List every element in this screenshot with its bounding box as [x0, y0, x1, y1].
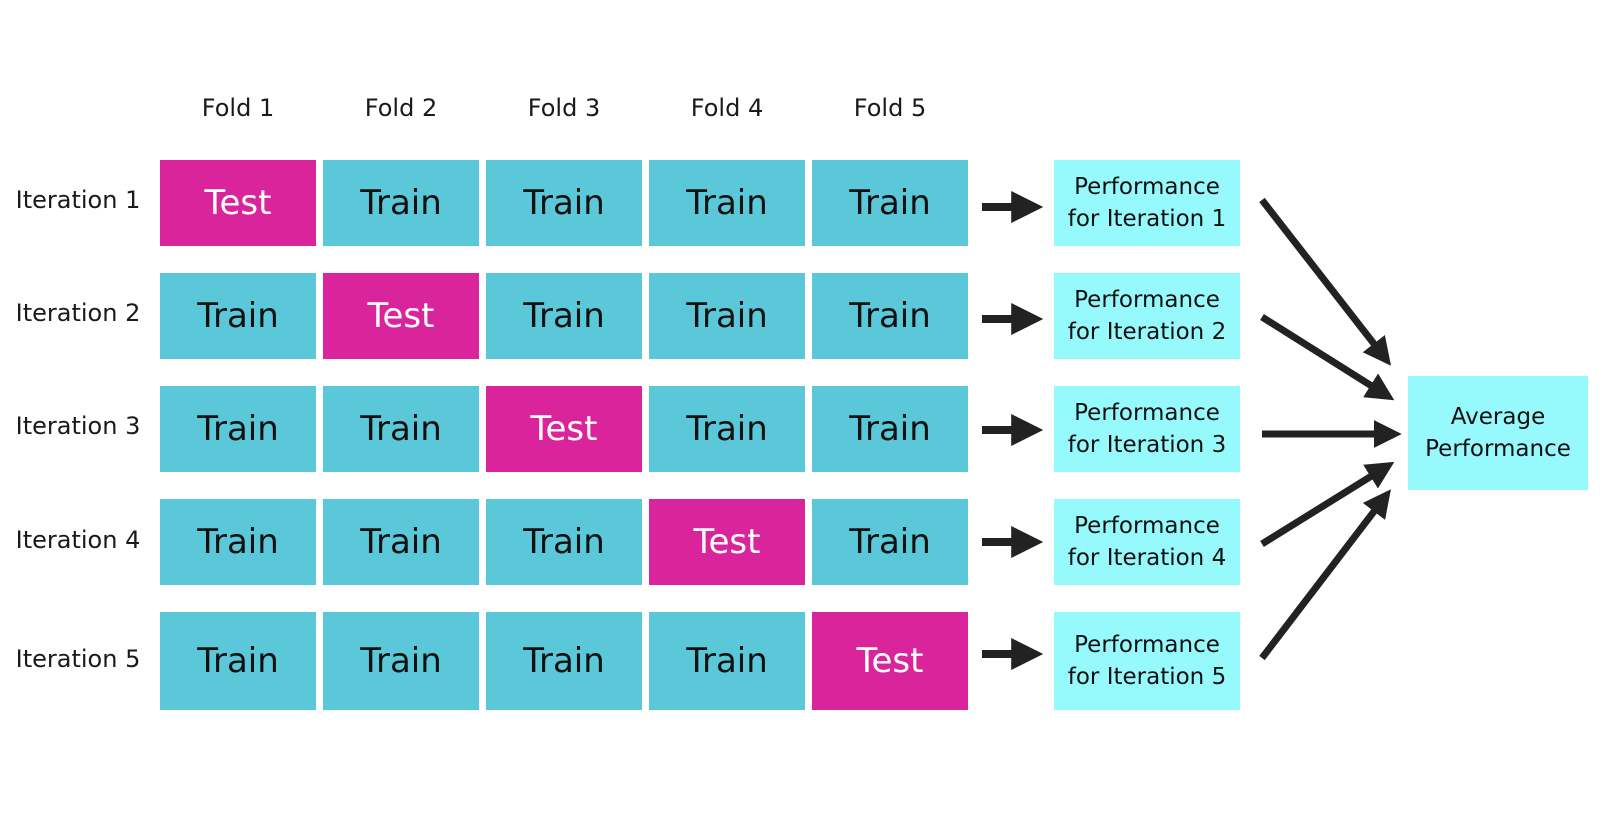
fold-header-1: Fold 1: [201, 94, 275, 122]
fold-cell: Train: [323, 160, 479, 246]
average-performance-box: Average Performance: [1408, 376, 1588, 490]
fold-cell: Train: [812, 273, 968, 359]
performance-box-1: Performance for Iteration 1: [1054, 160, 1240, 246]
iteration-label-5: Iteration 5: [15, 645, 141, 673]
iteration-label-2: Iteration 2: [15, 299, 141, 327]
fold-cell: Test: [812, 612, 968, 710]
fold-header-4: Fold 4: [690, 94, 764, 122]
fold-header-3: Fold 3: [527, 94, 601, 122]
fold-cell: Train: [486, 612, 642, 710]
fold-cell: Train: [486, 160, 642, 246]
arrow-diagonal-icon: [1259, 489, 1391, 661]
iteration-label-4: Iteration 4: [15, 526, 141, 554]
arrow-diagonal-icon: [1259, 197, 1392, 366]
fold-cell: Train: [160, 386, 316, 472]
fold-cell: Train: [649, 612, 805, 710]
arrow-diagonal-icon: [1260, 461, 1395, 547]
fold-cell: Train: [649, 160, 805, 246]
fold-cell: Train: [160, 612, 316, 710]
fold-cell: Test: [323, 273, 479, 359]
fold-cell: Train: [649, 386, 805, 472]
fold-cell: Test: [160, 160, 316, 246]
fold-cell: Train: [812, 499, 968, 585]
fold-cell: Train: [160, 499, 316, 585]
performance-box-3: Performance for Iteration 3: [1054, 386, 1240, 472]
fold-cell: Test: [486, 386, 642, 472]
performance-box-5: Performance for Iteration 5: [1054, 612, 1240, 710]
fold-cell: Train: [160, 273, 316, 359]
arrow-diagonal-icon: [1260, 314, 1395, 401]
fold-cell: Train: [323, 612, 479, 710]
fold-cell: Train: [812, 160, 968, 246]
fold-cell: Train: [323, 499, 479, 585]
iteration-label-1: Iteration 1: [15, 186, 141, 214]
fold-cell: Train: [649, 273, 805, 359]
performance-box-2: Performance for Iteration 2: [1054, 273, 1240, 359]
performance-box-4: Performance for Iteration 4: [1054, 499, 1240, 585]
iteration-label-3: Iteration 3: [15, 412, 141, 440]
fold-cell: Test: [649, 499, 805, 585]
fold-cell: Train: [486, 273, 642, 359]
fold-cell: Train: [486, 499, 642, 585]
fold-header-5: Fold 5: [853, 94, 927, 122]
fold-cell: Train: [812, 386, 968, 472]
fold-header-2: Fold 2: [364, 94, 438, 122]
fold-cell: Train: [323, 386, 479, 472]
